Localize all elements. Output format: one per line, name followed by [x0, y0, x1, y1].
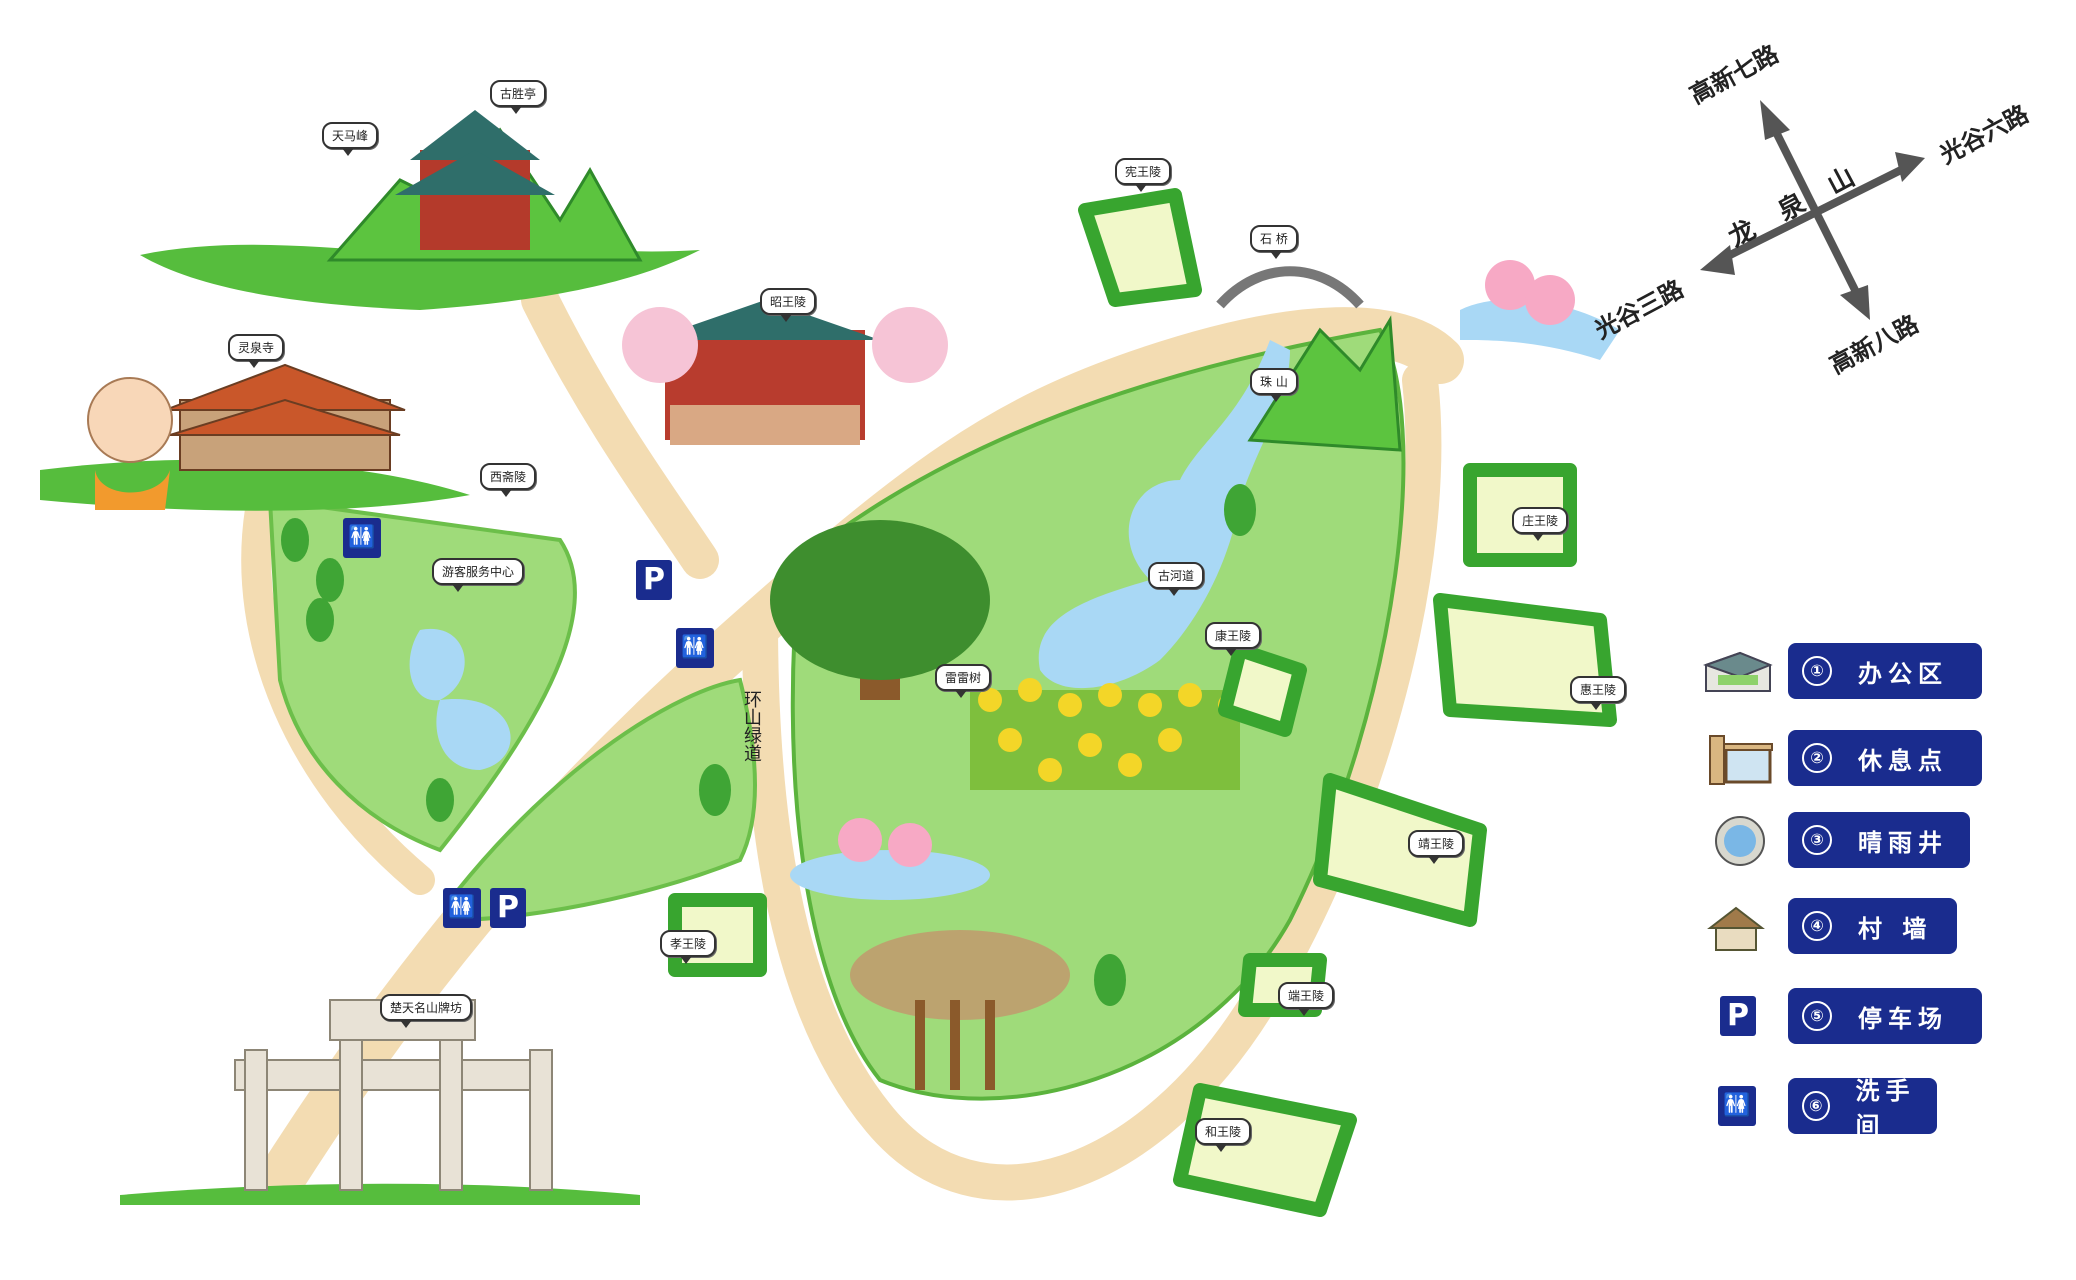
label-zhaowang[interactable]: 昭王陵	[760, 288, 817, 322]
office-building-icon	[1702, 651, 1773, 692]
label-gusheng[interactable]: 古胜亭	[490, 80, 547, 114]
label-gate[interactable]: 楚天名山牌坊	[380, 994, 473, 1028]
label-xianwang[interactable]: 宪王陵	[1115, 158, 1172, 192]
parking-icon: P	[1700, 988, 1776, 1046]
label-gongyi-tree[interactable]: 雷雷树	[935, 664, 992, 698]
village-house-icon	[1707, 906, 1765, 951]
label-tianma[interactable]: 天马峰	[322, 122, 379, 156]
rest-pavilion-icon	[1709, 735, 1773, 785]
restroom-icon: 🚻	[1700, 1078, 1776, 1136]
mausoleum-plots	[668, 188, 1617, 1217]
trees	[281, 484, 1256, 1006]
label-huanshan-greenway: 环山绿道	[741, 690, 762, 762]
big-tree	[770, 520, 990, 700]
label-guhe[interactable]: 古河道	[1148, 562, 1205, 596]
well-icon	[1715, 816, 1765, 866]
lotus-pond	[790, 818, 990, 900]
plum-trees	[850, 930, 1070, 1090]
left-field	[267, 497, 577, 853]
label-jingwang[interactable]: 靖王陵	[1408, 830, 1465, 864]
label-kangwang[interactable]: 康王陵	[1205, 622, 1262, 656]
label-visitor-center[interactable]: 游客服务中心	[432, 558, 525, 592]
label-zhushan[interactable]: 珠 山	[1250, 368, 1298, 402]
label-huiwang[interactable]: 惠王陵	[1570, 676, 1627, 710]
label-hewang[interactable]: 和王陵	[1195, 1118, 1252, 1152]
parking-icon-2[interactable]: P	[490, 888, 526, 928]
compass-arrows	[1700, 100, 1925, 320]
gate-structure	[120, 999, 640, 1205]
label-xiaowang[interactable]: 孝王陵	[660, 930, 717, 964]
label-zhuangwang[interactable]: 庄王陵	[1512, 507, 1569, 541]
label-lingquan[interactable]: 灵泉寺	[228, 334, 285, 368]
restroom-icon-1[interactable]: 🚻	[343, 518, 381, 558]
restroom-icon-3[interactable]: 🚻	[443, 888, 481, 928]
parking-icon-1[interactable]: P	[636, 560, 672, 600]
restroom-icon-2[interactable]: 🚻	[676, 628, 714, 668]
temple-zhaowang	[622, 300, 948, 445]
label-duanwang[interactable]: 端王陵	[1278, 982, 1335, 1016]
rapeseed-field	[970, 678, 1242, 790]
lower-left-field	[448, 677, 757, 923]
label-stone-bridge[interactable]: 石 桥	[1250, 225, 1298, 259]
zhushan-area	[1216, 260, 1620, 452]
temple-lingquan	[40, 363, 470, 511]
mountain-tianma	[140, 110, 700, 310]
label-xizhai[interactable]: 西斋陵	[480, 463, 537, 497]
